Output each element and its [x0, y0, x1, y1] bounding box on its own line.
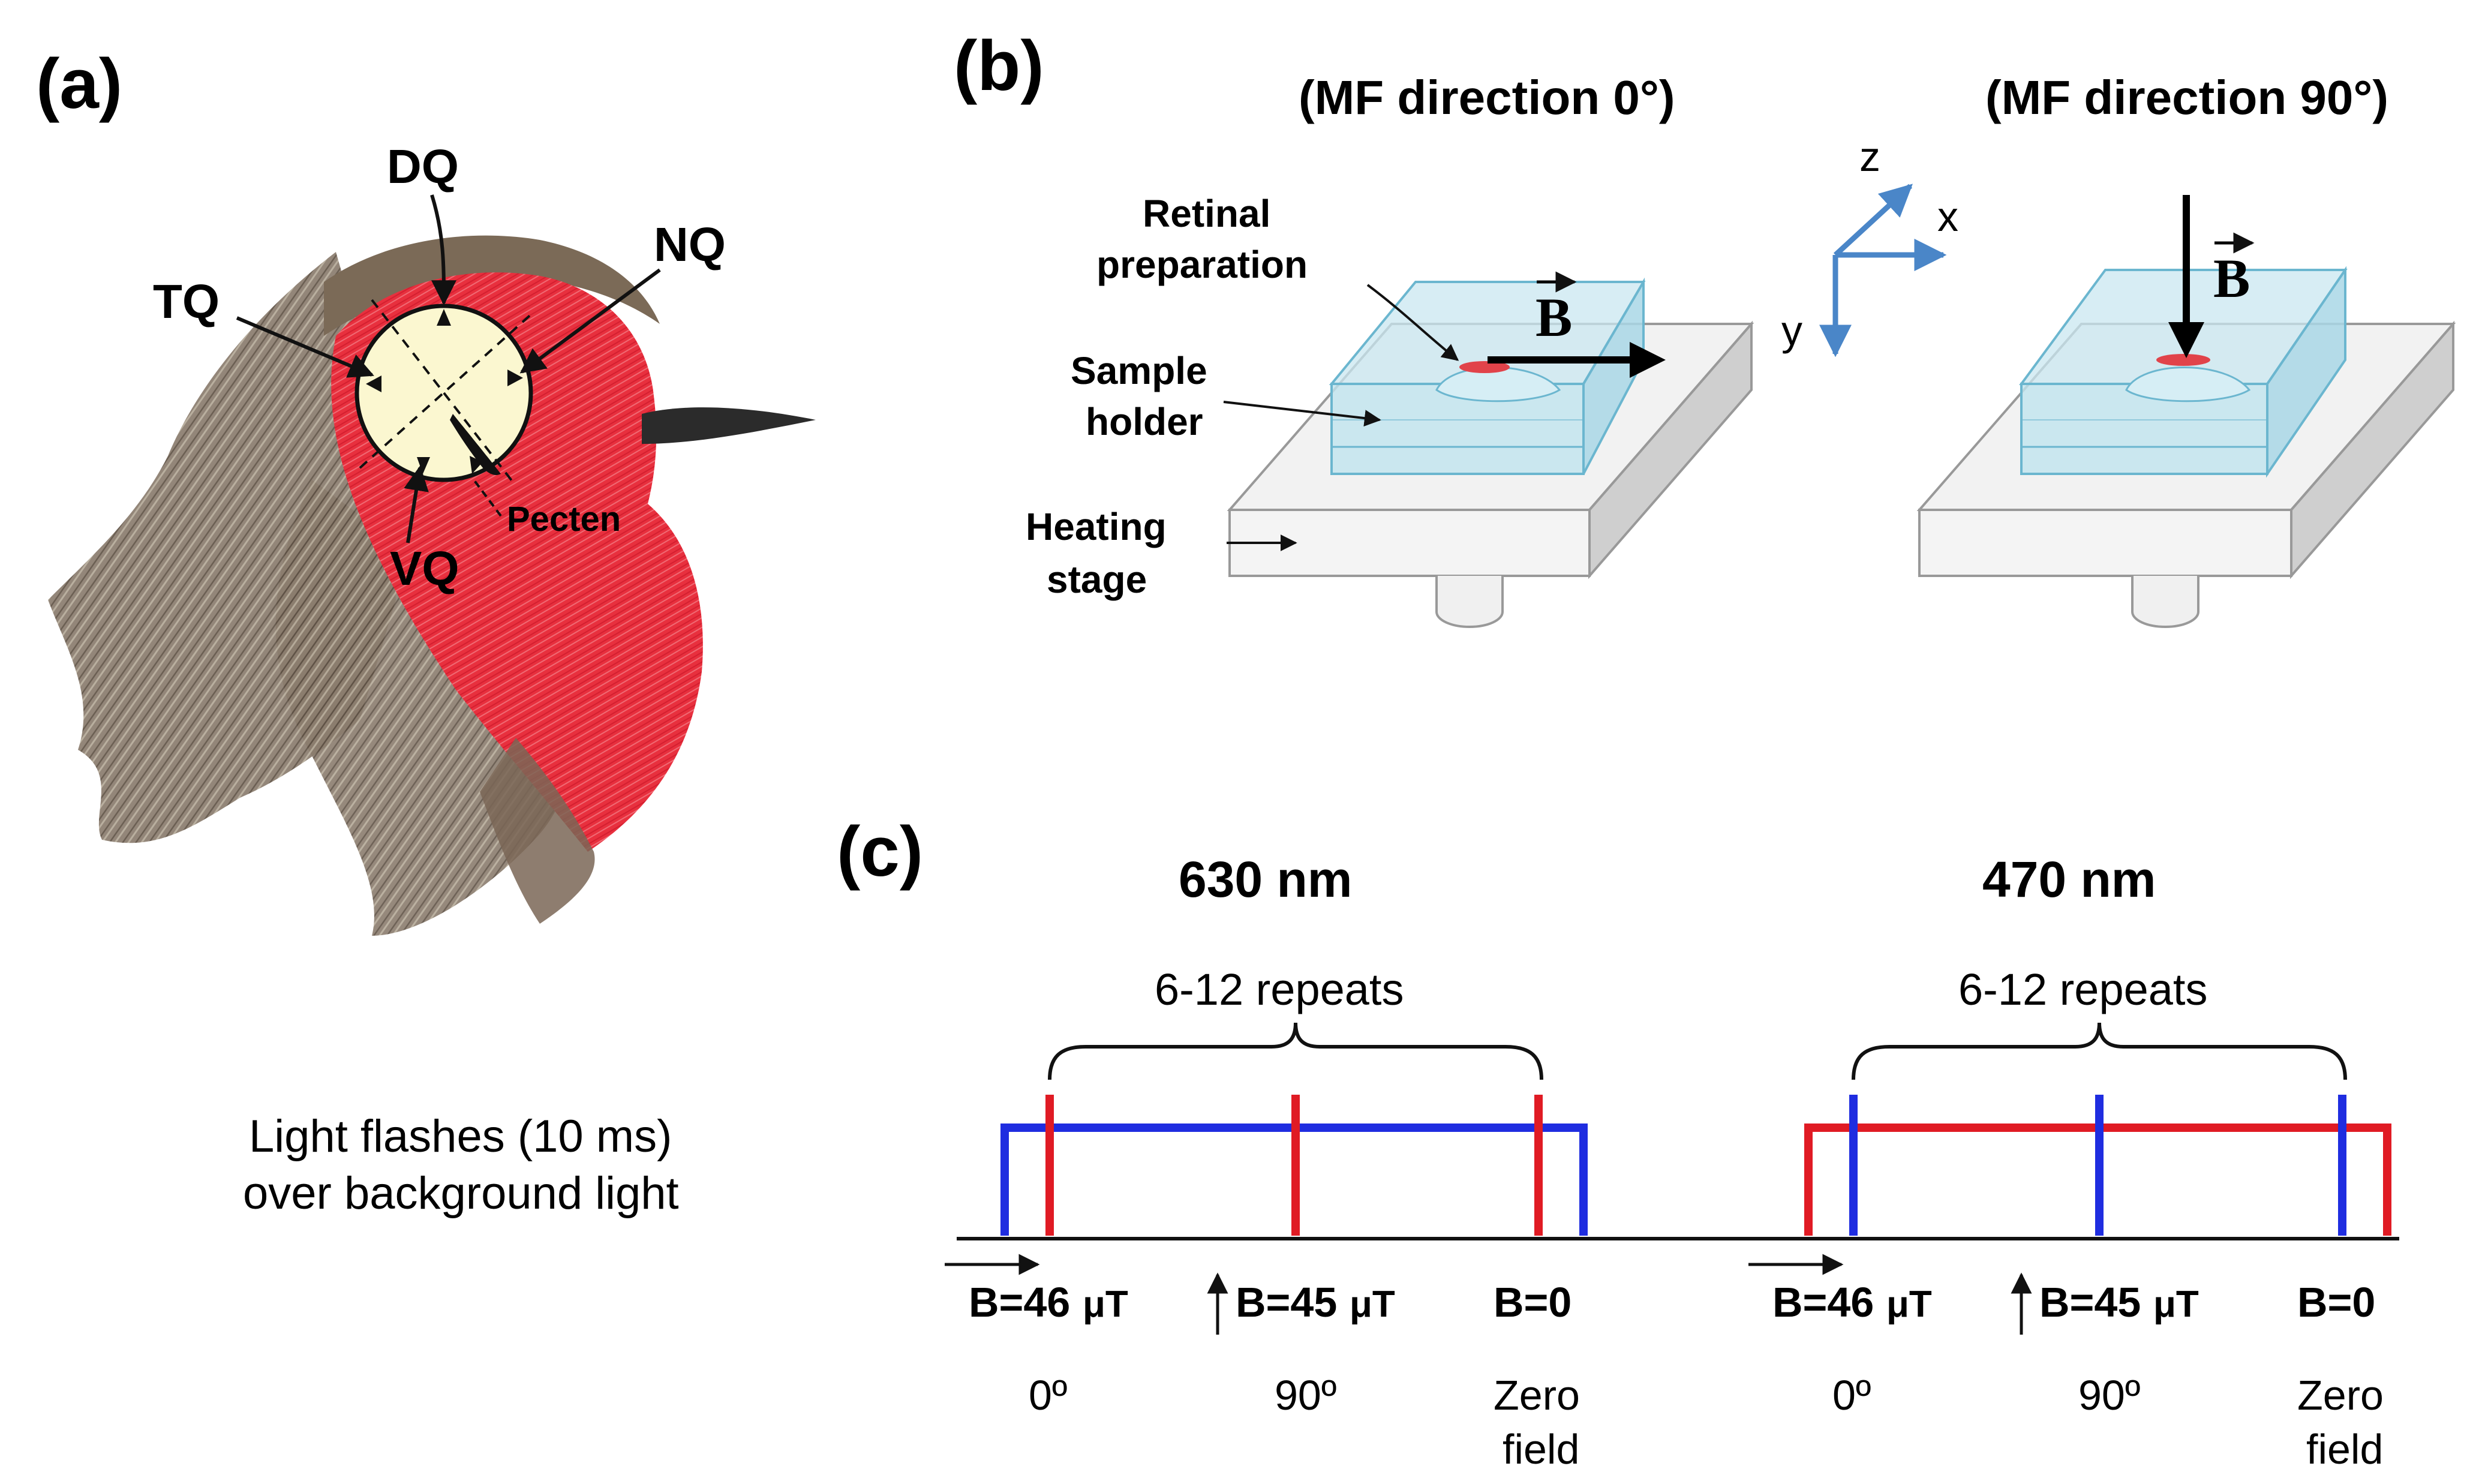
caption-line1: Light flashes (10 ms) [249, 1111, 672, 1162]
group-2-angle-label-2: 90º [2078, 1372, 2140, 1419]
group-1-field-label-1: B=46 [969, 1279, 1070, 1326]
group-2-angle-label-3: Zero [2297, 1372, 2384, 1419]
sample-dish [1435, 367, 1561, 402]
vq-label: VQ [390, 542, 459, 595]
axis-triad [1819, 184, 1947, 358]
heating-stage-side-right [2290, 320, 2454, 579]
title-mf-0: (MF direction 0°) [1299, 71, 1675, 124]
tq-inner-arrow [366, 375, 381, 392]
heating-stage-front-right [1918, 509, 2292, 577]
sample-dish-right [2125, 367, 2251, 402]
apparatus-left [1227, 277, 1754, 628]
dq-inner-arrow [437, 309, 451, 326]
retinal-label-1: Retinal [1143, 192, 1270, 235]
group-1-wavelength: 630 nm [1179, 851, 1353, 908]
quadrant-divider-1 [371, 299, 517, 487]
group-2-angle-label-line2-3: field [2306, 1426, 2383, 1473]
panel-a-label: (a) [36, 44, 122, 124]
group-2-field-label-2: B=45 [2039, 1279, 2141, 1326]
axis-y-label: y [1781, 307, 1802, 354]
group-2-field-unit-1: μT [1886, 1284, 1932, 1325]
heating-label-1: Heating [1026, 505, 1167, 548]
title-mf-90: (MF direction 90°) [1985, 71, 2388, 124]
dq-pointer [430, 194, 456, 306]
nq-inner-arrow [507, 370, 523, 386]
group-1-field-unit-2: μT [1350, 1284, 1395, 1325]
sample-pointer [1223, 401, 1381, 427]
nq-pointer [519, 268, 661, 374]
axis-x-label: x [1937, 193, 1958, 240]
vq-pointer [404, 465, 429, 543]
group-2-field-label-3: B=0 [2297, 1279, 2375, 1326]
panel-c-label: (c) [837, 812, 923, 891]
pecten-label: Pecten [507, 500, 621, 539]
group-2-field-unit-2: μT [2153, 1284, 2199, 1325]
field-symbol-right: B [2213, 248, 2250, 309]
stage-foot-right [2131, 576, 2199, 628]
nq-label: NQ [654, 218, 726, 271]
dq-label: DQ [387, 140, 459, 193]
group-2-repeats: 6-12 repeats [1958, 965, 2208, 1014]
heating-stage-side [1588, 320, 1753, 579]
robin-head-cap [324, 235, 660, 336]
robin-beak [642, 407, 816, 444]
retinal-sample-right [2156, 354, 2210, 366]
group-2-wavelength: 470 nm [1982, 851, 2156, 908]
group-1-repeat-brace [1048, 1022, 1543, 1080]
group-1-angle-label-2: 90º [1275, 1372, 1336, 1419]
sample-label-2: holder [1086, 400, 1203, 443]
retina-diagram [354, 299, 535, 487]
group-1-field-label-3: B=0 [1494, 1279, 1571, 1326]
sample-holder-side-right [2266, 266, 2346, 478]
axis-z-label: z [1859, 133, 1880, 180]
robin-lower-body [480, 738, 595, 924]
group-2-angle-label-1: 0º [1832, 1372, 1871, 1419]
tq-label: TQ [153, 275, 220, 328]
pecten-pointer [473, 479, 502, 517]
tq-pointer [236, 316, 374, 378]
caption-line2: over background light [243, 1168, 679, 1219]
sample-label-1: Sample [1071, 349, 1207, 392]
retinal-pointer [1366, 284, 1459, 361]
group-1-angle-label-line2-3: field [1503, 1426, 1579, 1473]
retinal-label-2: preparation [1096, 243, 1308, 286]
group-1-repeats: 6-12 repeats [1155, 965, 1404, 1014]
group-1-angle-label-3: Zero [1494, 1372, 1580, 1419]
pecten-shape [450, 414, 501, 475]
group-2-field-label-1: B=46 [1772, 1279, 1874, 1326]
group-1-field-unit-1: μT [1083, 1284, 1128, 1325]
panel-b-label: (b) [954, 26, 1044, 106]
retinal-sample [1459, 361, 1510, 373]
quadrant-divider-2 [359, 311, 535, 469]
stage-foot [1435, 576, 1504, 628]
group-1-angle-label-1: 0º [1029, 1372, 1068, 1419]
group-2-repeat-brace [1852, 1022, 2347, 1080]
axis-z-line [1833, 184, 1913, 257]
heating-label-2: stage [1047, 558, 1147, 601]
group-1-field-label-2: B=45 [1236, 1279, 1337, 1326]
field-symbol-left: B [1536, 287, 1572, 348]
